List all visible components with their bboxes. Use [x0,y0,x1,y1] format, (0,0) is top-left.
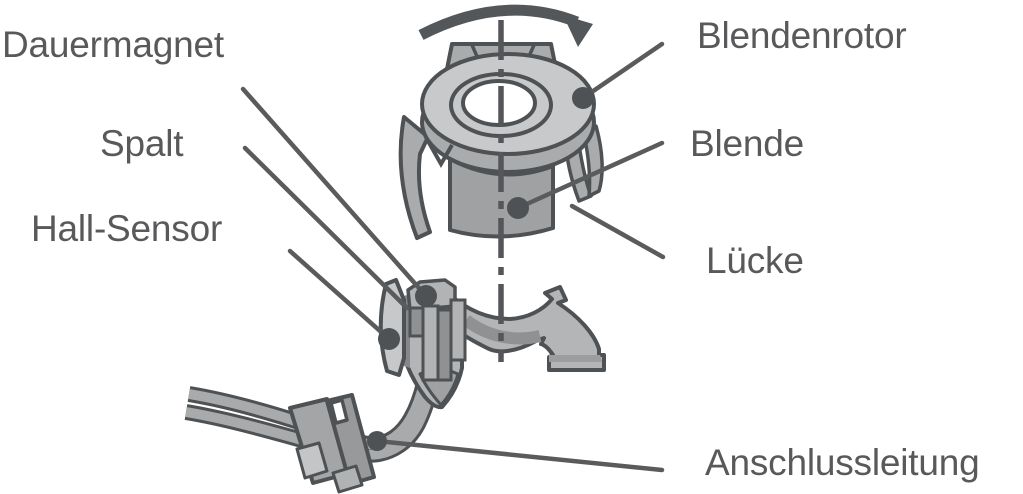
blendenrotor-graphic [398,42,604,240]
dot-blendenrotor [572,87,594,109]
dot-anschlussleitung [367,431,387,451]
label-anschlussleitung: Anschlussleitung [705,442,980,483]
leader-spalt [242,145,410,311]
rotor-notch [426,140,454,169]
leader-blendenrotor [580,41,665,101]
leader-luecke [569,203,666,260]
leader-dauermagnet [240,86,429,299]
dot-dauermagnet [415,285,437,307]
bracket-foot [549,355,602,362]
hall-sensor-plate [378,278,406,377]
leader-anschlussleitung [374,438,665,473]
label-dauermagnet: Dauermagnet [2,24,224,65]
label-hall-sensor: Hall-Sensor [31,208,223,249]
label-spalt: Spalt [100,123,184,164]
cable-straight [184,386,308,448]
label-blende: Blende [690,123,805,164]
leader-blende [515,140,665,211]
dot-hall-sensor [378,328,400,350]
mounting-bracket [448,285,606,372]
leader-lines [240,41,666,473]
rotor-left-blade [398,115,432,240]
sensor-assembly-graphic [184,278,606,494]
cable-connector [288,393,376,494]
dot-blende [507,197,529,219]
rotation-arrow-icon [418,4,593,47]
label-luecke: Lücke [706,240,804,281]
leader-hall-sensor [287,248,392,342]
label-blendenrotor: Blendenrotor [697,15,907,56]
blende-blade [448,157,555,239]
marker-dots [367,87,594,451]
